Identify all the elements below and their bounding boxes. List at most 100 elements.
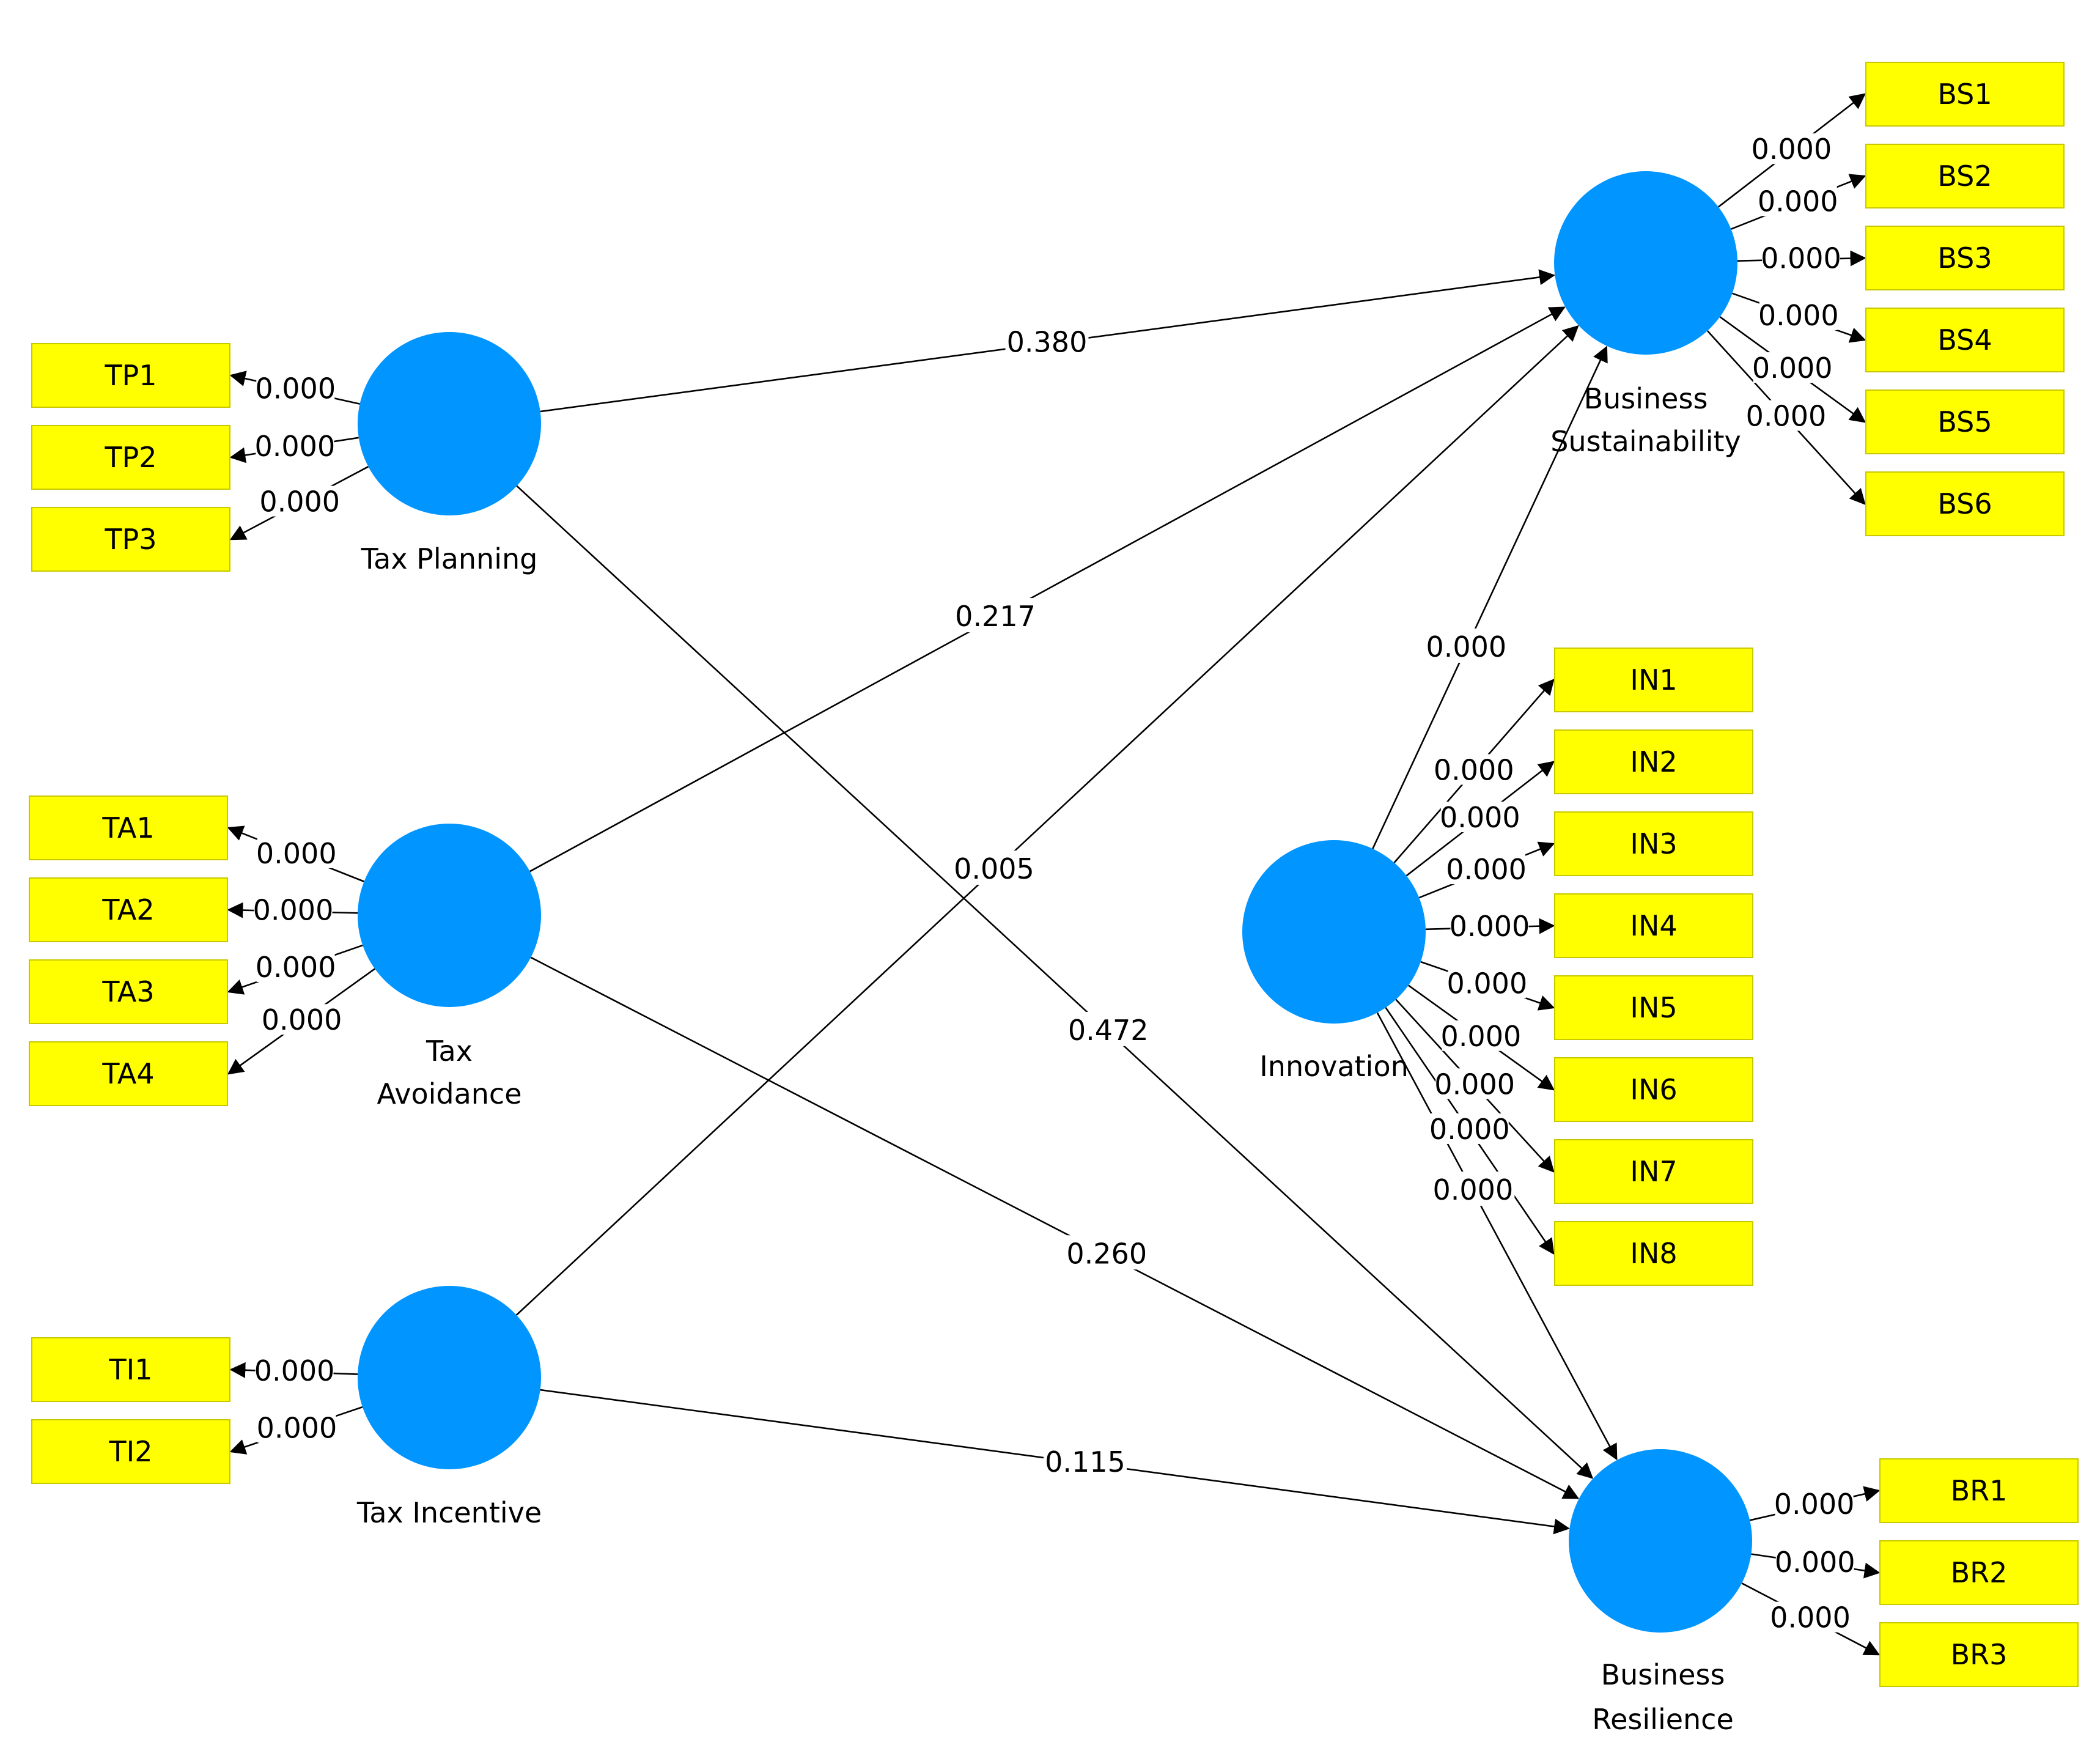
indicator-ta3[interactable]	[29, 959, 228, 1024]
path-label-bg	[1065, 1235, 1149, 1270]
loading-label-bg	[1440, 802, 1519, 833]
construct-label-br: Business	[1601, 1658, 1725, 1691]
path-coefficient: 0.000	[1426, 630, 1506, 663]
construct-label-in: Innovation	[1259, 1050, 1409, 1083]
indicator-label: BS2	[1937, 160, 1992, 193]
loading-value: 0.000	[1434, 1068, 1515, 1101]
indicator-ta2[interactable]	[29, 877, 228, 942]
construct-in[interactable]	[1242, 840, 1426, 1024]
path-ta-br[interactable]	[530, 956, 1580, 1499]
indicator-ti2[interactable]	[31, 1419, 230, 1484]
loading-label-bg	[262, 1004, 341, 1035]
path-ti-bs[interactable]	[515, 325, 1579, 1316]
indicator-ta1[interactable]	[29, 795, 228, 860]
loading-label-bg	[1752, 133, 1831, 164]
indicator-in4[interactable]	[1554, 893, 1753, 958]
indicator-label: TA2	[101, 893, 154, 926]
indicator-bs3[interactable]	[1865, 226, 2065, 290]
indicator-label: BR1	[1951, 1474, 2008, 1507]
indicator-label: BS1	[1937, 78, 1992, 111]
indicator-label: TA1	[101, 811, 154, 844]
indicator-ti1[interactable]	[31, 1337, 230, 1402]
indicator-ta4[interactable]	[29, 1041, 228, 1106]
indicator-label: IN4	[1630, 909, 1677, 942]
loading-label-bg	[260, 485, 339, 517]
loading-value: 0.000	[256, 837, 337, 870]
path-label-bg	[1066, 1011, 1150, 1046]
path-in-bs[interactable]	[1372, 345, 1608, 849]
loading-value: 0.000	[253, 894, 334, 927]
loading-value: 0.000	[254, 1354, 335, 1387]
loading-value: 0.000	[259, 485, 340, 519]
loading-value: 0.000	[1429, 1113, 1510, 1146]
construct-br[interactable]	[1569, 1449, 1752, 1633]
loading-label-bg	[257, 837, 336, 868]
indicator-label: IN5	[1630, 991, 1677, 1024]
loading-value: 0.000	[1758, 299, 1839, 332]
loading-label-bg	[255, 1354, 334, 1386]
loading-label-bg	[1747, 400, 1826, 431]
path-coefficient: 0.000	[1433, 1173, 1514, 1206]
loading-value: 0.000	[262, 1003, 342, 1036]
path-tp-br[interactable]	[516, 485, 1594, 1479]
indicator-br2[interactable]	[1879, 1540, 2079, 1605]
loading-label-bg	[1771, 1601, 1850, 1633]
indicator-label: TP1	[104, 359, 157, 392]
construct-label-tp: Tax Planning	[361, 542, 538, 575]
loading-label-bg	[256, 372, 335, 404]
path-coefficient: 0.380	[1007, 326, 1088, 359]
indicator-bs4[interactable]	[1865, 308, 2065, 372]
indicator-label: TI1	[109, 1353, 153, 1386]
loading-value: 0.000	[255, 372, 336, 405]
path-label-bg	[1431, 1172, 1515, 1206]
construct-ti[interactable]	[358, 1286, 541, 1469]
loading-value: 0.000	[1752, 352, 1833, 385]
construct-ta[interactable]	[358, 824, 541, 1007]
construct-label-bs: Sustainability	[1550, 425, 1741, 458]
loading-label-bg	[1448, 967, 1527, 998]
construct-bs[interactable]	[1554, 171, 1737, 355]
indicator-tp2[interactable]	[31, 425, 230, 490]
path-coefficient: 0.115	[1045, 1445, 1126, 1478]
path-label-bg	[1043, 1444, 1127, 1478]
indicator-tp3[interactable]	[31, 507, 230, 572]
indicator-in7[interactable]	[1554, 1139, 1753, 1204]
indicator-br1[interactable]	[1879, 1458, 2079, 1523]
path-ta-bs[interactable]	[529, 306, 1566, 873]
path-in-br[interactable]	[1376, 1012, 1618, 1461]
loading-value: 0.000	[256, 951, 336, 984]
indicator-label: BR3	[1951, 1638, 2008, 1671]
indicator-in1[interactable]	[1554, 648, 1753, 712]
loading-value: 0.000	[1441, 1020, 1522, 1053]
indicator-label: IN3	[1630, 827, 1677, 860]
indicator-label: BS4	[1937, 323, 1992, 356]
indicator-in2[interactable]	[1554, 729, 1753, 794]
path-coefficient: 0.217	[955, 600, 1036, 633]
loading-label-bg	[1753, 352, 1832, 383]
indicator-label: TA3	[101, 975, 154, 1008]
loading-value: 0.000	[1746, 400, 1827, 433]
indicator-label: IN8	[1630, 1237, 1677, 1270]
indicator-bs5[interactable]	[1865, 389, 2065, 454]
indicator-tp1[interactable]	[31, 343, 230, 408]
loading-value: 0.000	[1774, 1488, 1855, 1521]
indicator-label: IN6	[1630, 1073, 1677, 1106]
indicator-in5[interactable]	[1554, 975, 1753, 1040]
indicator-in3[interactable]	[1554, 811, 1753, 876]
loading-label-bg	[1450, 910, 1529, 941]
construct-tp[interactable]	[358, 332, 541, 515]
path-label-bg	[952, 851, 1036, 885]
indicator-in8[interactable]	[1554, 1221, 1753, 1286]
loading-label-bg	[257, 1412, 336, 1443]
loading-value: 0.000	[257, 1412, 337, 1445]
construct-label-bs: Business	[1584, 382, 1708, 415]
indicator-in6[interactable]	[1554, 1057, 1753, 1122]
indicator-bs2[interactable]	[1865, 144, 2065, 209]
loading-label-bg	[1430, 1113, 1509, 1144]
indicator-bs6[interactable]	[1865, 471, 2065, 536]
indicator-label: TP3	[104, 523, 157, 556]
indicator-br3[interactable]	[1879, 1622, 2079, 1687]
indicator-bs1[interactable]	[1865, 62, 2065, 127]
loading-label-bg	[1775, 1488, 1854, 1519]
